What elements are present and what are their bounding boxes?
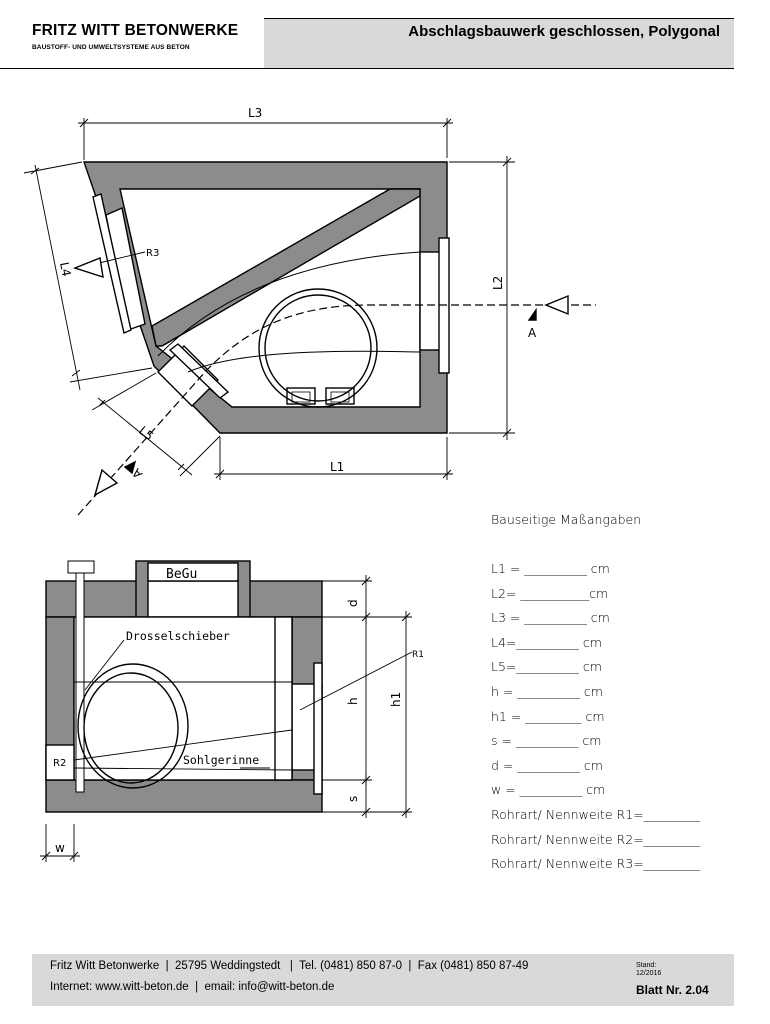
section-channel-line-2 [73,767,293,771]
title-box: Abschlagsbauwerk geschlossen, Polygonal [264,18,734,69]
section-bottom-slab [45,779,323,813]
section-gate-handle [67,560,95,574]
spec-row-l3: L3 = __________ cm [491,610,610,626]
label-l5: L5 [136,423,156,443]
spec-row-r3: Rohrart/ Nennweite R3=_________ [491,856,700,872]
plan-step-1-inner [291,391,311,403]
spec-row-l4: L4=__________ cm [491,634,602,650]
plan-manhole-inner [264,294,372,402]
section-r1-flange [313,662,323,795]
spec-title: Bauseitige Maßangaben [491,512,642,527]
plan-manhole-outer [258,288,378,408]
label-drosselschieber: Drosselschieber [126,629,230,643]
section-arrow-bottom [93,468,119,497]
section-arrow-right [544,294,569,316]
footer-contact-line: Fritz Witt Betonwerke | 25795 Weddingste… [50,960,529,972]
footer-web-line: Internet: www.witt-beton.de | email: inf… [50,981,335,993]
plan-view [72,161,596,516]
label-d: d [346,599,360,607]
plan-pipe-left-flange [92,193,132,334]
label-r1: R1 [412,650,424,660]
spec-row-h1: h1 = _________ cm [491,708,605,724]
r3-leader [98,251,146,264]
label-l2: L2 [491,276,505,290]
spec-row-r2: Rohrart/ Nennweite R2=_________ [491,831,700,847]
label-section-a-right: A [528,326,537,340]
label-l3: L3 [248,106,262,120]
plan-axis-line [77,304,596,516]
footer-sheet-number: Blatt Nr. 2.04 [636,983,709,997]
label-sohlgerinne: Sohlgerinne [183,753,259,767]
label-h1: h1 [389,692,403,707]
section-begu-opening [147,580,239,618]
section-view [45,560,323,813]
company-tagline: BAUSTOFF- UND UMWELTSYSTEME AUS BETON [32,44,190,51]
section-pipe-inner [83,672,179,784]
section-begu-label-box [147,562,239,582]
label-w: w [55,841,65,855]
plan-step-2-inner [330,391,350,403]
spec-row-d: d = __________ cm [491,757,603,773]
label-r2: R2 [53,758,66,769]
company-name: FRITZ WITT BETONWERKE [32,22,239,39]
plan-pipe-bottom-flange [168,343,230,399]
plan-flow-curve-1 [157,251,421,357]
spec-row-l1: L1 = __________ cm [491,561,610,576]
label-r3: R3 [146,248,159,259]
section-inner-partition [274,616,293,781]
footer: Fritz Witt Betonwerke | 25795 Weddingste… [32,954,734,1006]
plan-dimensions [23,118,515,480]
section-marker-right [527,307,537,321]
footer-stand: Stand: 12/2016 [636,962,661,978]
plan-step-2 [325,387,355,405]
spec-row-r1: Rohrart/ Nennweite R1=_________ [491,806,700,822]
spec-row-s: s = __________ cm [491,733,602,749]
plan-step-1 [286,387,316,405]
section-r2-opening [45,744,75,781]
specification-list: Bauseitige Maßangaben L1 = __________ cm… [491,512,700,881]
spec-row-l5: L5=__________ cm [491,659,602,675]
section-marker-left [123,460,137,475]
spec-row-l2: L2= ___________cm [491,585,609,601]
section-channel-line-1 [73,729,293,761]
spec-row-h: h = __________ cm [491,683,603,699]
label-l1: L1 [330,460,344,474]
label-h: h [346,697,360,705]
footer-stand-label: Stand: [636,962,657,969]
label-s: s [346,796,360,802]
plan-flow-curve-2 [187,350,421,373]
spec-row-w: w = __________ cm [491,782,606,798]
section-arrow-left-a4 [72,257,104,279]
section-dimensions [40,575,413,862]
plan-diagonal-wall [151,188,421,347]
label-begu: BeGu [166,567,197,582]
document-title: Abschlagsbauwerk geschlossen, Polygonal [408,23,720,40]
section-pipe-outer [77,663,189,789]
label-l4: L4 [57,261,73,278]
footer-stand-date: 12/2016 [636,970,662,977]
